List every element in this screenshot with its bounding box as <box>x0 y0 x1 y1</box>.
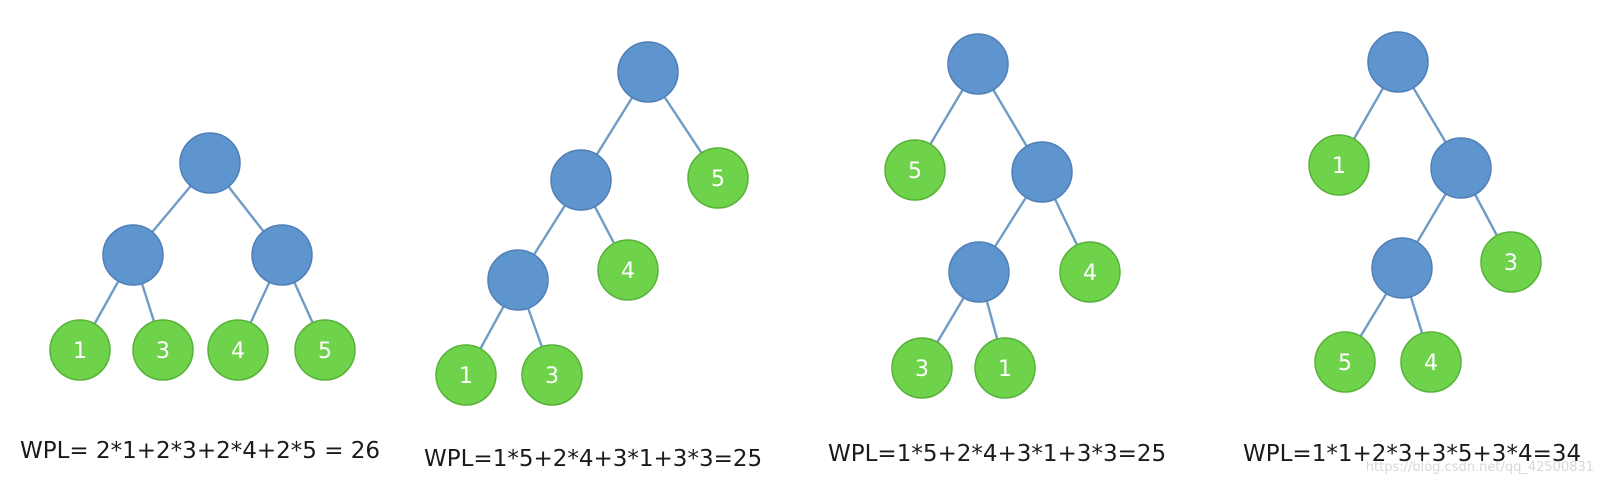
leaf-node: 4 <box>207 319 269 381</box>
leaf-node: 1 <box>435 344 497 406</box>
internal-node <box>1367 31 1429 93</box>
leaf-node: 4 <box>1400 331 1462 393</box>
wpl-formula: WPL=1*5+2*4+3*1+3*3=25 <box>424 446 763 472</box>
internal-node <box>617 41 679 103</box>
leaf-weight: 4 <box>621 259 635 284</box>
leaf-weight: 1 <box>459 364 473 389</box>
leaf-weight: 1 <box>1332 154 1346 179</box>
leaf-node: 3 <box>891 337 953 399</box>
internal-node <box>1011 141 1073 203</box>
wpl-formula: WPL=1*1+2*3+3*5+3*4=34 <box>1243 441 1582 467</box>
leaf-weight: 5 <box>318 339 332 364</box>
leaf-weight: 4 <box>1424 351 1438 376</box>
leaf-weight: 5 <box>1338 351 1352 376</box>
leaf-node: 3 <box>521 344 583 406</box>
tree-1: 1 3 4 5 <box>49 132 356 381</box>
leaf-node: 5 <box>1314 331 1376 393</box>
leaf-node: 3 <box>132 319 194 381</box>
tree-2: 5 4 1 3 <box>435 41 749 406</box>
leaf-node: 5 <box>687 147 749 209</box>
internal-node <box>550 149 612 211</box>
leaf-weight: 4 <box>231 339 245 364</box>
internal-node <box>947 33 1009 95</box>
leaf-node: 1 <box>49 319 111 381</box>
internal-node <box>1430 137 1492 199</box>
leaf-node: 1 <box>974 337 1036 399</box>
leaf-weight: 1 <box>998 357 1012 382</box>
internal-node <box>487 249 549 311</box>
leaf-weight: 3 <box>1504 251 1518 276</box>
wpl-formula: WPL= 2*1+2*3+2*4+2*5 = 26 <box>20 438 381 464</box>
internal-node <box>1371 237 1433 299</box>
leaf-weight: 1 <box>73 339 87 364</box>
leaf-node: 4 <box>1059 241 1121 303</box>
leaf-node: 5 <box>884 139 946 201</box>
internal-node <box>251 224 313 286</box>
internal-node <box>102 224 164 286</box>
internal-node <box>179 132 241 194</box>
wpl-formula: WPL=1*5+2*4+3*1+3*3=25 <box>828 441 1167 467</box>
watermark: https://blog.csdn.net/qq_42500831 <box>1365 460 1594 475</box>
leaf-weight: 5 <box>908 159 922 184</box>
tree-4: 1 3 5 4 <box>1308 31 1542 393</box>
leaf-weight: 3 <box>156 339 170 364</box>
leaf-weight: 5 <box>711 167 725 192</box>
leaf-weight: 4 <box>1083 261 1097 286</box>
leaf-node: 5 <box>294 319 356 381</box>
leaf-node: 4 <box>597 239 659 301</box>
internal-node <box>948 241 1010 303</box>
leaf-node: 3 <box>1480 231 1542 293</box>
leaf-weight: 3 <box>915 357 929 382</box>
tree-3: 5 4 3 1 <box>884 33 1121 399</box>
leaf-weight: 3 <box>545 364 559 389</box>
leaf-node: 1 <box>1308 134 1370 196</box>
